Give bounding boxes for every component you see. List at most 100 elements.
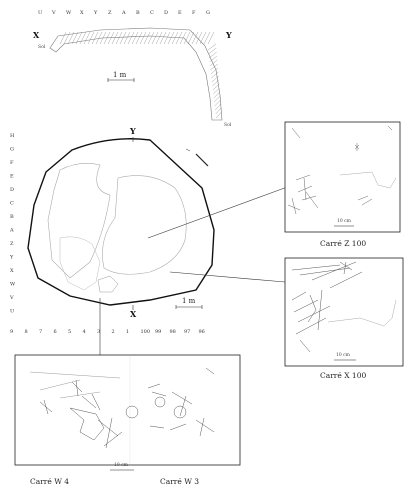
w-bone-cluster-2: [97, 417, 123, 449]
profile-hatch-line: [91, 31, 99, 45]
inset-w-caption-left: Carré W 4: [30, 477, 69, 486]
profile-hatch-line: [208, 51, 217, 59]
inset-w-scale-label: 10 cm: [114, 462, 129, 468]
top-column-letter-D: D: [164, 10, 168, 16]
plan-column-number-9: 9: [10, 329, 13, 335]
plan-north-arrow: [195, 153, 209, 167]
z100-bone-cluster-1: [295, 174, 317, 201]
profile-hatch-line: [199, 31, 207, 45]
profile-hatch-line: [71, 31, 79, 45]
profile-section: X Y Sol Sol 1 m: [33, 27, 232, 128]
profile-hatch-line: [155, 31, 163, 45]
profile-hatch-line: [147, 31, 155, 45]
top-column-letter-G: G: [206, 10, 210, 16]
plan-row-letter-G: G: [10, 147, 14, 153]
profile-hatch-line: [195, 31, 203, 45]
profile-hatch-line: [123, 31, 131, 45]
profile-hatch-line: [115, 31, 123, 45]
profile-label-y: Y: [225, 30, 232, 40]
profile-hatch-line: [183, 31, 191, 45]
plan-inner-contour-2: [102, 175, 187, 275]
profile-hatched-band: [49, 27, 223, 121]
inset-x100-frame: [284, 257, 404, 367]
profile-hatch-line: [127, 31, 135, 45]
profile-hatch-line: [59, 31, 67, 45]
inset-w-features: [29, 367, 215, 449]
plan-row-letter-W: W: [10, 282, 16, 288]
profile-hatch-line: [215, 103, 221, 111]
plan-column-number-1: 1: [126, 329, 129, 335]
profile-hatch-line: [159, 31, 167, 45]
w-ring-2: [154, 396, 166, 408]
inset-z100-features: [287, 125, 397, 215]
profile-hatch-line: [210, 67, 219, 75]
plan-column-number-96: 96: [199, 329, 205, 335]
profile-hatch-line: [75, 31, 83, 45]
plan-column-number-2: 2: [112, 329, 115, 335]
w-corner-mark: [205, 367, 215, 375]
plan-column-number-98: 98: [170, 329, 176, 335]
profile-hatch-line: [209, 55, 218, 63]
profile-hatch-line: [214, 95, 221, 103]
plan-orientation-mark: [185, 148, 191, 152]
w-ring-1: [125, 405, 139, 419]
z100-bone-cluster-2: [287, 191, 319, 215]
w-bone-cluster-4: [149, 423, 187, 431]
profile-hatch-line: [207, 43, 217, 51]
profile-hatch-line: [151, 31, 159, 45]
plan-row-letter-E: E: [10, 174, 14, 180]
profile-hatch-line: [210, 63, 218, 71]
plan-column-number-100: 100: [141, 329, 151, 335]
plan-row-letter-Z: Z: [10, 241, 14, 247]
leader-lines: [99, 185, 291, 355]
w-contour: [29, 371, 121, 399]
top-column-letter-U: U: [38, 10, 42, 16]
profile-sol-right: Sol: [224, 122, 232, 128]
profile-hatch-line: [213, 91, 220, 99]
inset-z100-frame: [284, 121, 401, 233]
plan-row-letter-X: X: [10, 268, 14, 274]
w-ring-3: [173, 405, 187, 419]
z100-bone-cluster-3: [357, 195, 373, 206]
profile-hatch-line: [139, 31, 147, 45]
plan-column-number-5: 5: [68, 329, 71, 335]
plan-scale-label: 1 m: [182, 297, 196, 305]
plan-row-letter-Y: Y: [9, 255, 14, 261]
plan-row-letter-D: D: [10, 187, 14, 193]
plan-column-number-99: 99: [155, 329, 161, 335]
profile-hatch-line: [203, 31, 211, 45]
profile-hatch-line: [216, 111, 222, 119]
plan-row-letter-U: U: [10, 309, 14, 315]
top-column-letter-E: E: [178, 10, 182, 16]
profile-hatch-line: [83, 31, 91, 45]
profile-hatch-line: [175, 31, 183, 45]
profile-hatch-line: [163, 31, 171, 45]
inset-x100: 10 cm Carré X 100: [284, 257, 404, 380]
w-bone-cluster-3: [147, 383, 193, 417]
w-cross-3: [81, 393, 101, 411]
top-column-letter-Z: Z: [108, 10, 112, 16]
leader-to-x100: [169, 271, 286, 283]
z100-corner-mark: [387, 125, 393, 131]
profile-hatch-line: [191, 31, 199, 45]
plan-inner-contour-3: [59, 236, 101, 291]
profile-hatch-line: [215, 107, 222, 115]
profile-hatch-line: [143, 31, 151, 45]
inset-w-caption-right: Carré W 3: [160, 477, 199, 486]
profile-hatch-line: [171, 31, 179, 45]
x100-bone-row-2: [291, 291, 331, 353]
profile-hatching: [59, 31, 222, 119]
plan-row-letter-C: C: [10, 201, 14, 207]
profile-hatch-line: [207, 31, 215, 45]
top-column-letter-Y: Y: [93, 10, 98, 16]
profile-hatch-line: [87, 31, 95, 45]
plan-column-number-6: 6: [54, 329, 57, 335]
inset-w-frame: [14, 354, 241, 466]
profile-sol-left: Sol: [38, 44, 46, 50]
profile-hatch-line: [63, 31, 71, 45]
